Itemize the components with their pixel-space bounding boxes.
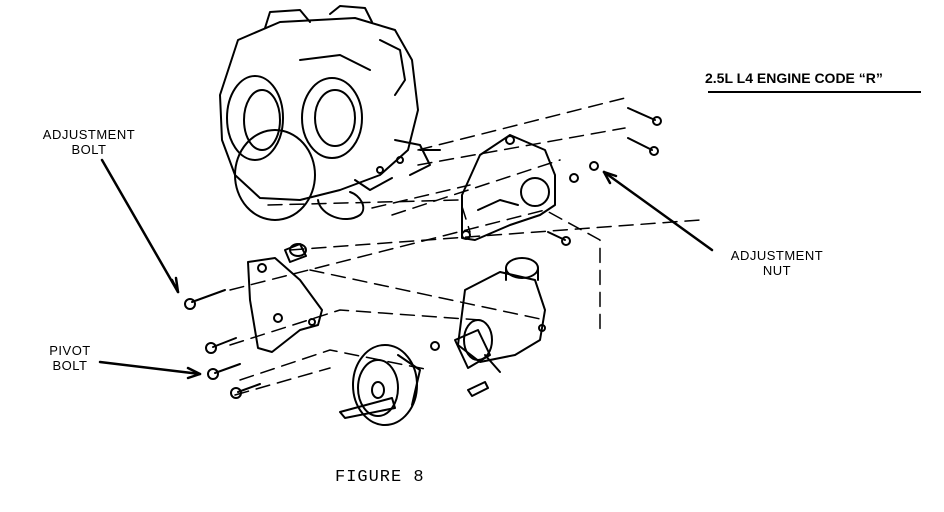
pulley	[339, 344, 421, 426]
upper-bolts	[547, 107, 662, 246]
engine	[219, 5, 441, 221]
pivot-bolt-line1: PIVOT	[49, 343, 91, 358]
spacer	[284, 243, 307, 263]
power-steering-pump	[430, 257, 546, 397]
engine-code-title: 2.5L L4 ENGINE CODE “R”	[705, 70, 883, 86]
pivot-bolt-label: PIVOT BOLT	[40, 343, 100, 373]
alignment-lines	[229, 97, 701, 396]
adjustment-nut-line2: NUT	[762, 263, 792, 278]
figure-caption: FIGURE 8	[335, 468, 425, 487]
adjustment-nut-label: ADJUSTMENT NUT	[714, 248, 840, 278]
adjustment-bolt-line1: ADJUSTMENT	[42, 127, 136, 142]
pivot-bolt-line2: BOLT	[52, 358, 88, 373]
adjustment-bolt-line2: BOLT	[71, 142, 107, 157]
adjustment-bolt-label: ADJUSTMENT BOLT	[30, 127, 148, 157]
lower-bracket	[247, 257, 323, 353]
title-underline	[708, 91, 921, 93]
adjustment-nut-line1: ADJUSTMENT	[730, 248, 824, 263]
upper-bracket	[461, 134, 556, 241]
leader-lines	[98, 158, 714, 380]
left-bolts	[184, 289, 261, 399]
